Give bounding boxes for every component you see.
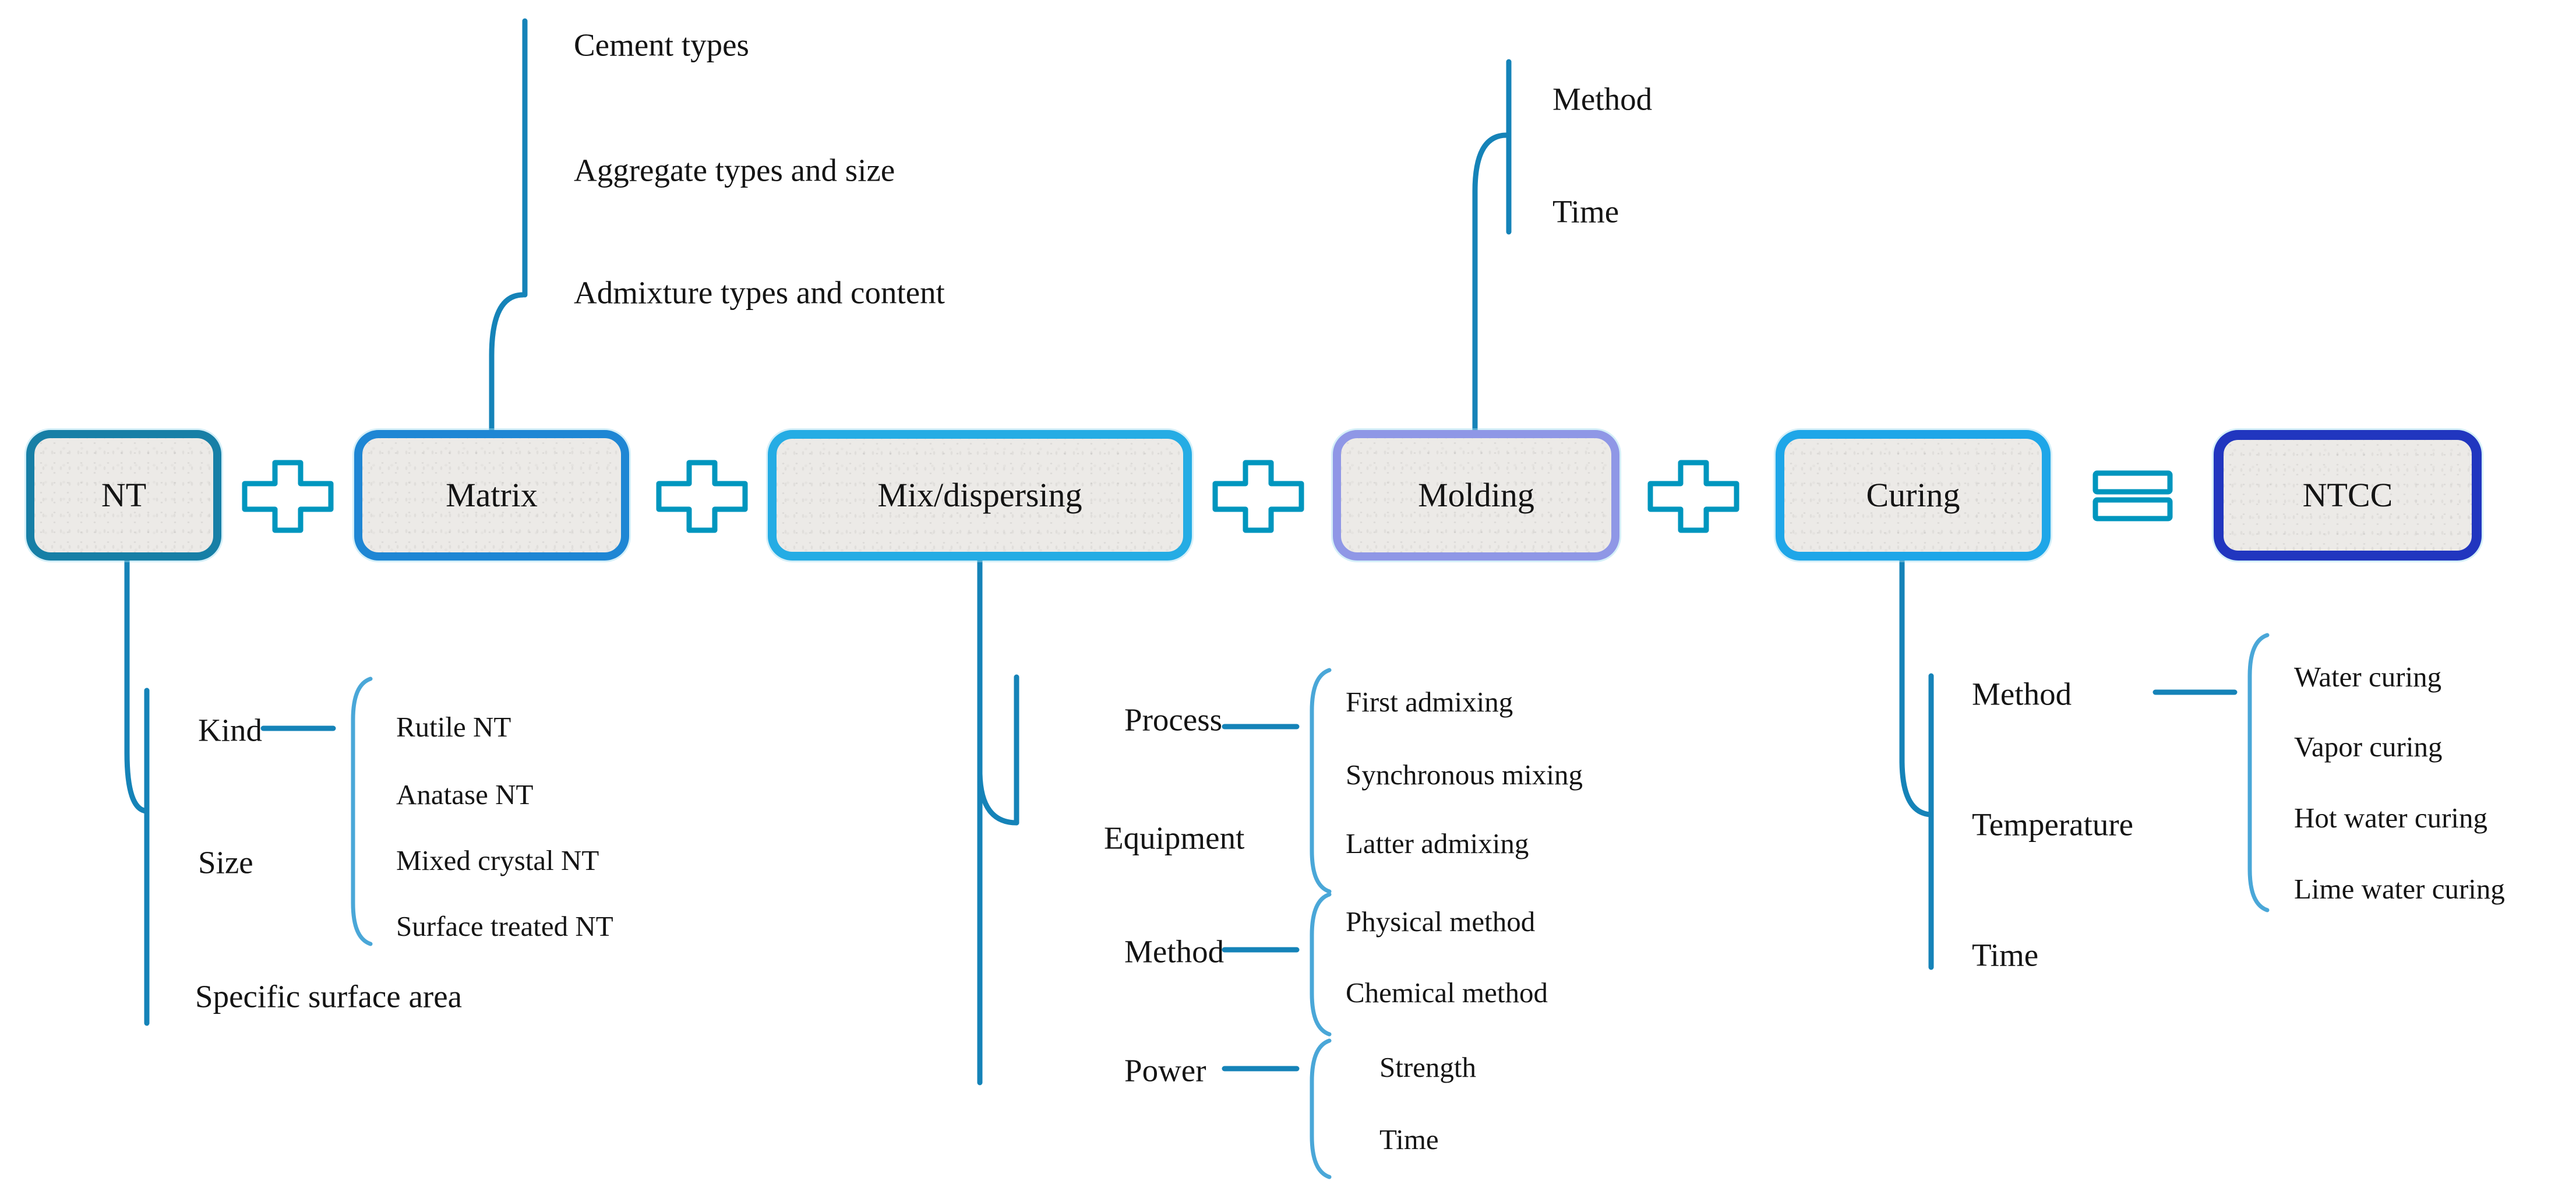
matrix-item-admixture-types: Admixture types and content [574,274,945,311]
equals-icon [2092,470,2173,521]
plus-icon [1647,460,1739,533]
curing-item-method: Method [1972,676,2072,712]
nt-kind-option-rutile: Rutile NT [396,710,511,743]
curing-method-option-lime-water: Lime water curing [2294,872,2505,905]
nt-item-specific-surface-area: Specific surface area [195,978,463,1014]
ntcc-box-label: NTCC [2302,476,2393,514]
ntcc-box: NTCC [2214,430,2482,561]
mix-method-option-physical: Physical method [1346,905,1536,938]
curing-item-time: Time [1972,937,2039,973]
nt-kind-option-mixed-crystal: Mixed crystal NT [396,844,599,876]
nt-box-label: NT [101,476,147,514]
molding-item-method: Method [1552,81,1653,117]
curing-method-option-vapor: Vapor curing [2294,730,2443,763]
mix-item-equipment: Equipment [1104,820,1245,856]
curing-method-option-water: Water curing [2294,660,2442,693]
curing-box: Curing [1776,430,2051,561]
mix-process-option-synchronous-mixing: Synchronous mixing [1346,758,1583,791]
nt-item-kind: Kind [198,712,262,748]
nt-box: NT [26,430,221,561]
nt-kind-option-surface-treated: Surface treated NT [396,910,613,942]
plus-icon [656,460,748,533]
curing-box-label: Curing [1866,476,1960,514]
matrix-item-aggregate-types: Aggregate types and size [574,152,895,188]
plus-icon [242,460,334,533]
mix-power-option-time: Time [1379,1123,1439,1155]
mix-branch-arc [977,771,1019,826]
mix-item-power: Power [1124,1052,1206,1088]
molding-branch-stem [1472,132,1509,433]
molding-item-time: Time [1552,193,1619,230]
mix-power-bracket [1310,1038,1332,1179]
mix-dispersing-box: Mix/dispersing [768,430,1192,561]
mix-process-option-latter-admixing: Latter admixing [1346,827,1529,859]
molding-box: Molding [1333,430,1619,561]
mix-item-method: Method [1124,933,1225,970]
mix-item-process: Process [1124,702,1223,738]
curing-method-bracket [2247,633,2270,912]
curing-method-option-hot-water: Hot water curing [2294,801,2487,834]
mix-dispersing-box-label: Mix/dispersing [877,476,1082,514]
matrix-branch-stem [489,292,526,433]
mix-method-option-chemical: Chemical method [1346,976,1548,1009]
curing-branch-stem [1899,556,1934,817]
nt-kind-option-anatase: Anatase NT [396,778,534,811]
plus-icon [1212,460,1304,533]
mix-process-bracket [1310,668,1332,894]
nt-kind-bracket [351,676,373,946]
matrix-box: Matrix [354,430,629,561]
curing-item-temperature: Temperature [1972,806,2134,843]
matrix-box-label: Matrix [446,476,538,514]
nt-branch-stem [124,558,150,814]
matrix-item-cement-types: Cement types [574,27,749,63]
mix-process-option-first-admixing: First admixing [1346,685,1513,718]
nt-item-size: Size [198,844,253,880]
mix-method-bracket [1310,892,1332,1037]
molding-box-label: Molding [1418,476,1534,514]
mix-power-option-strength: Strength [1379,1051,1477,1083]
